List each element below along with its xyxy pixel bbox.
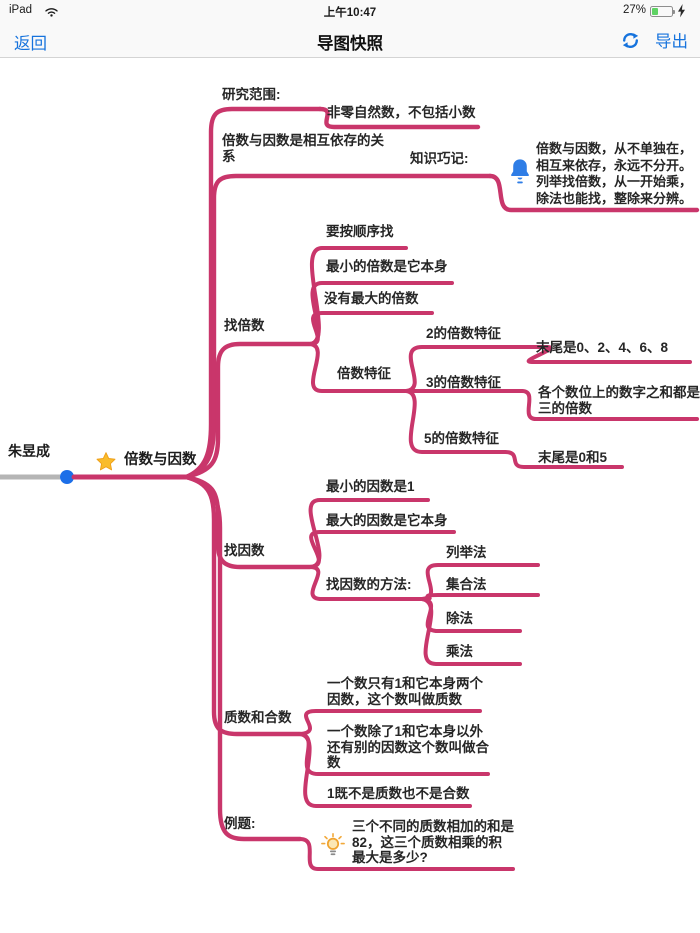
node-ff-max-label: 最大的因数是它本身 [326,513,448,528]
node-ff-min-label: 最小的因数是1 [326,479,415,494]
star-icon [96,452,116,471]
node-depend-label: 倍数与因数是相互依存的关 系 [222,133,384,164]
node-f5-label: 5的倍数特征 [424,431,500,446]
node-f2-label: 2的倍数特征 [426,326,502,341]
node-method-list-label: 列举法 [446,545,487,560]
sync-refresh-icon[interactable] [620,30,641,51]
map-author-label: 朱昱成 [8,443,50,459]
node-fm-feature-label: 倍数特征 [337,366,391,381]
bell-icon [511,159,529,184]
node-primes-label: 质数和合数 [224,710,292,725]
node-scope-label: 研究范围: [222,87,281,102]
node-find-multiples-label: 找倍数 [224,318,265,333]
node-fm-order-label: 要按顺序找 [326,224,394,239]
node-fm-min-label: 最小的倍数是它本身 [326,259,448,274]
node-f3-child-label: 各个数位上的数字之和都是 三的倍数 [538,385,700,416]
battery-percent: 27% [622,4,646,16]
mindmap-canvas: 朱昱成 倍数与因数 研究范围: 非零自然数，不包括小数 倍数与因数是相互依存的关… [0,58,700,933]
node-note-label: 倍数与因数，从不单独在， 相互来依存，永远不分开。 列举找倍数，从一开始乘， 除… [536,141,693,206]
wifi-icon [45,8,58,17]
node-example-child-label: 三个不同的质数相加的和是 82，这三个质数相乘的积 最大是多少? [352,819,514,865]
nav-bar: 返回 导图快照 导出 [0,22,700,58]
node-ff-method-label: 找因数的方法: [326,577,412,592]
node-prime-def-label: 一个数只有1和它本身两个 因数，这个数叫做质数 [327,676,484,707]
node-f3-label: 3的倍数特征 [426,375,502,390]
node-composite-def-label: 一个数除了1和它本身以外 还有别的因数这个数叫做合 数 [327,724,489,770]
device-label: iPad [9,4,33,16]
export-button[interactable]: 导出 [655,33,688,51]
lightbulb-icon [321,833,345,856]
node-example-label: 例题: [224,816,256,831]
page-title: 导图快照 [317,35,383,53]
status-bar: iPad 上午10:47 27% [0,0,700,22]
node-scope-child-label: 非零自然数，不包括小数 [327,105,476,120]
charging-bolt-icon [678,4,685,18]
node-f2-child-label: 末尾是0、2、4、6、8 [536,340,669,355]
node-tips-label: 知识巧记: [410,151,469,166]
node-fm-nomax-label: 没有最大的倍数 [324,291,419,306]
node-method-div-label: 除法 [446,611,473,626]
mindmap-connectors [0,106,700,871]
node-method-set-label: 集合法 [446,577,487,592]
node-method-mul-label: 乘法 [446,644,473,659]
root-node-label: 倍数与因数 [124,452,197,468]
root-node-dot [60,470,74,484]
back-button[interactable]: 返回 [14,35,47,53]
node-f5-child-label: 末尾是0和5 [538,450,608,465]
battery-icon [650,6,675,17]
node-one-neither-label: 1既不是质数也不是合数 [327,786,470,801]
node-find-factors-label: 找因数 [224,543,265,558]
clock: 上午10:47 [323,7,377,19]
